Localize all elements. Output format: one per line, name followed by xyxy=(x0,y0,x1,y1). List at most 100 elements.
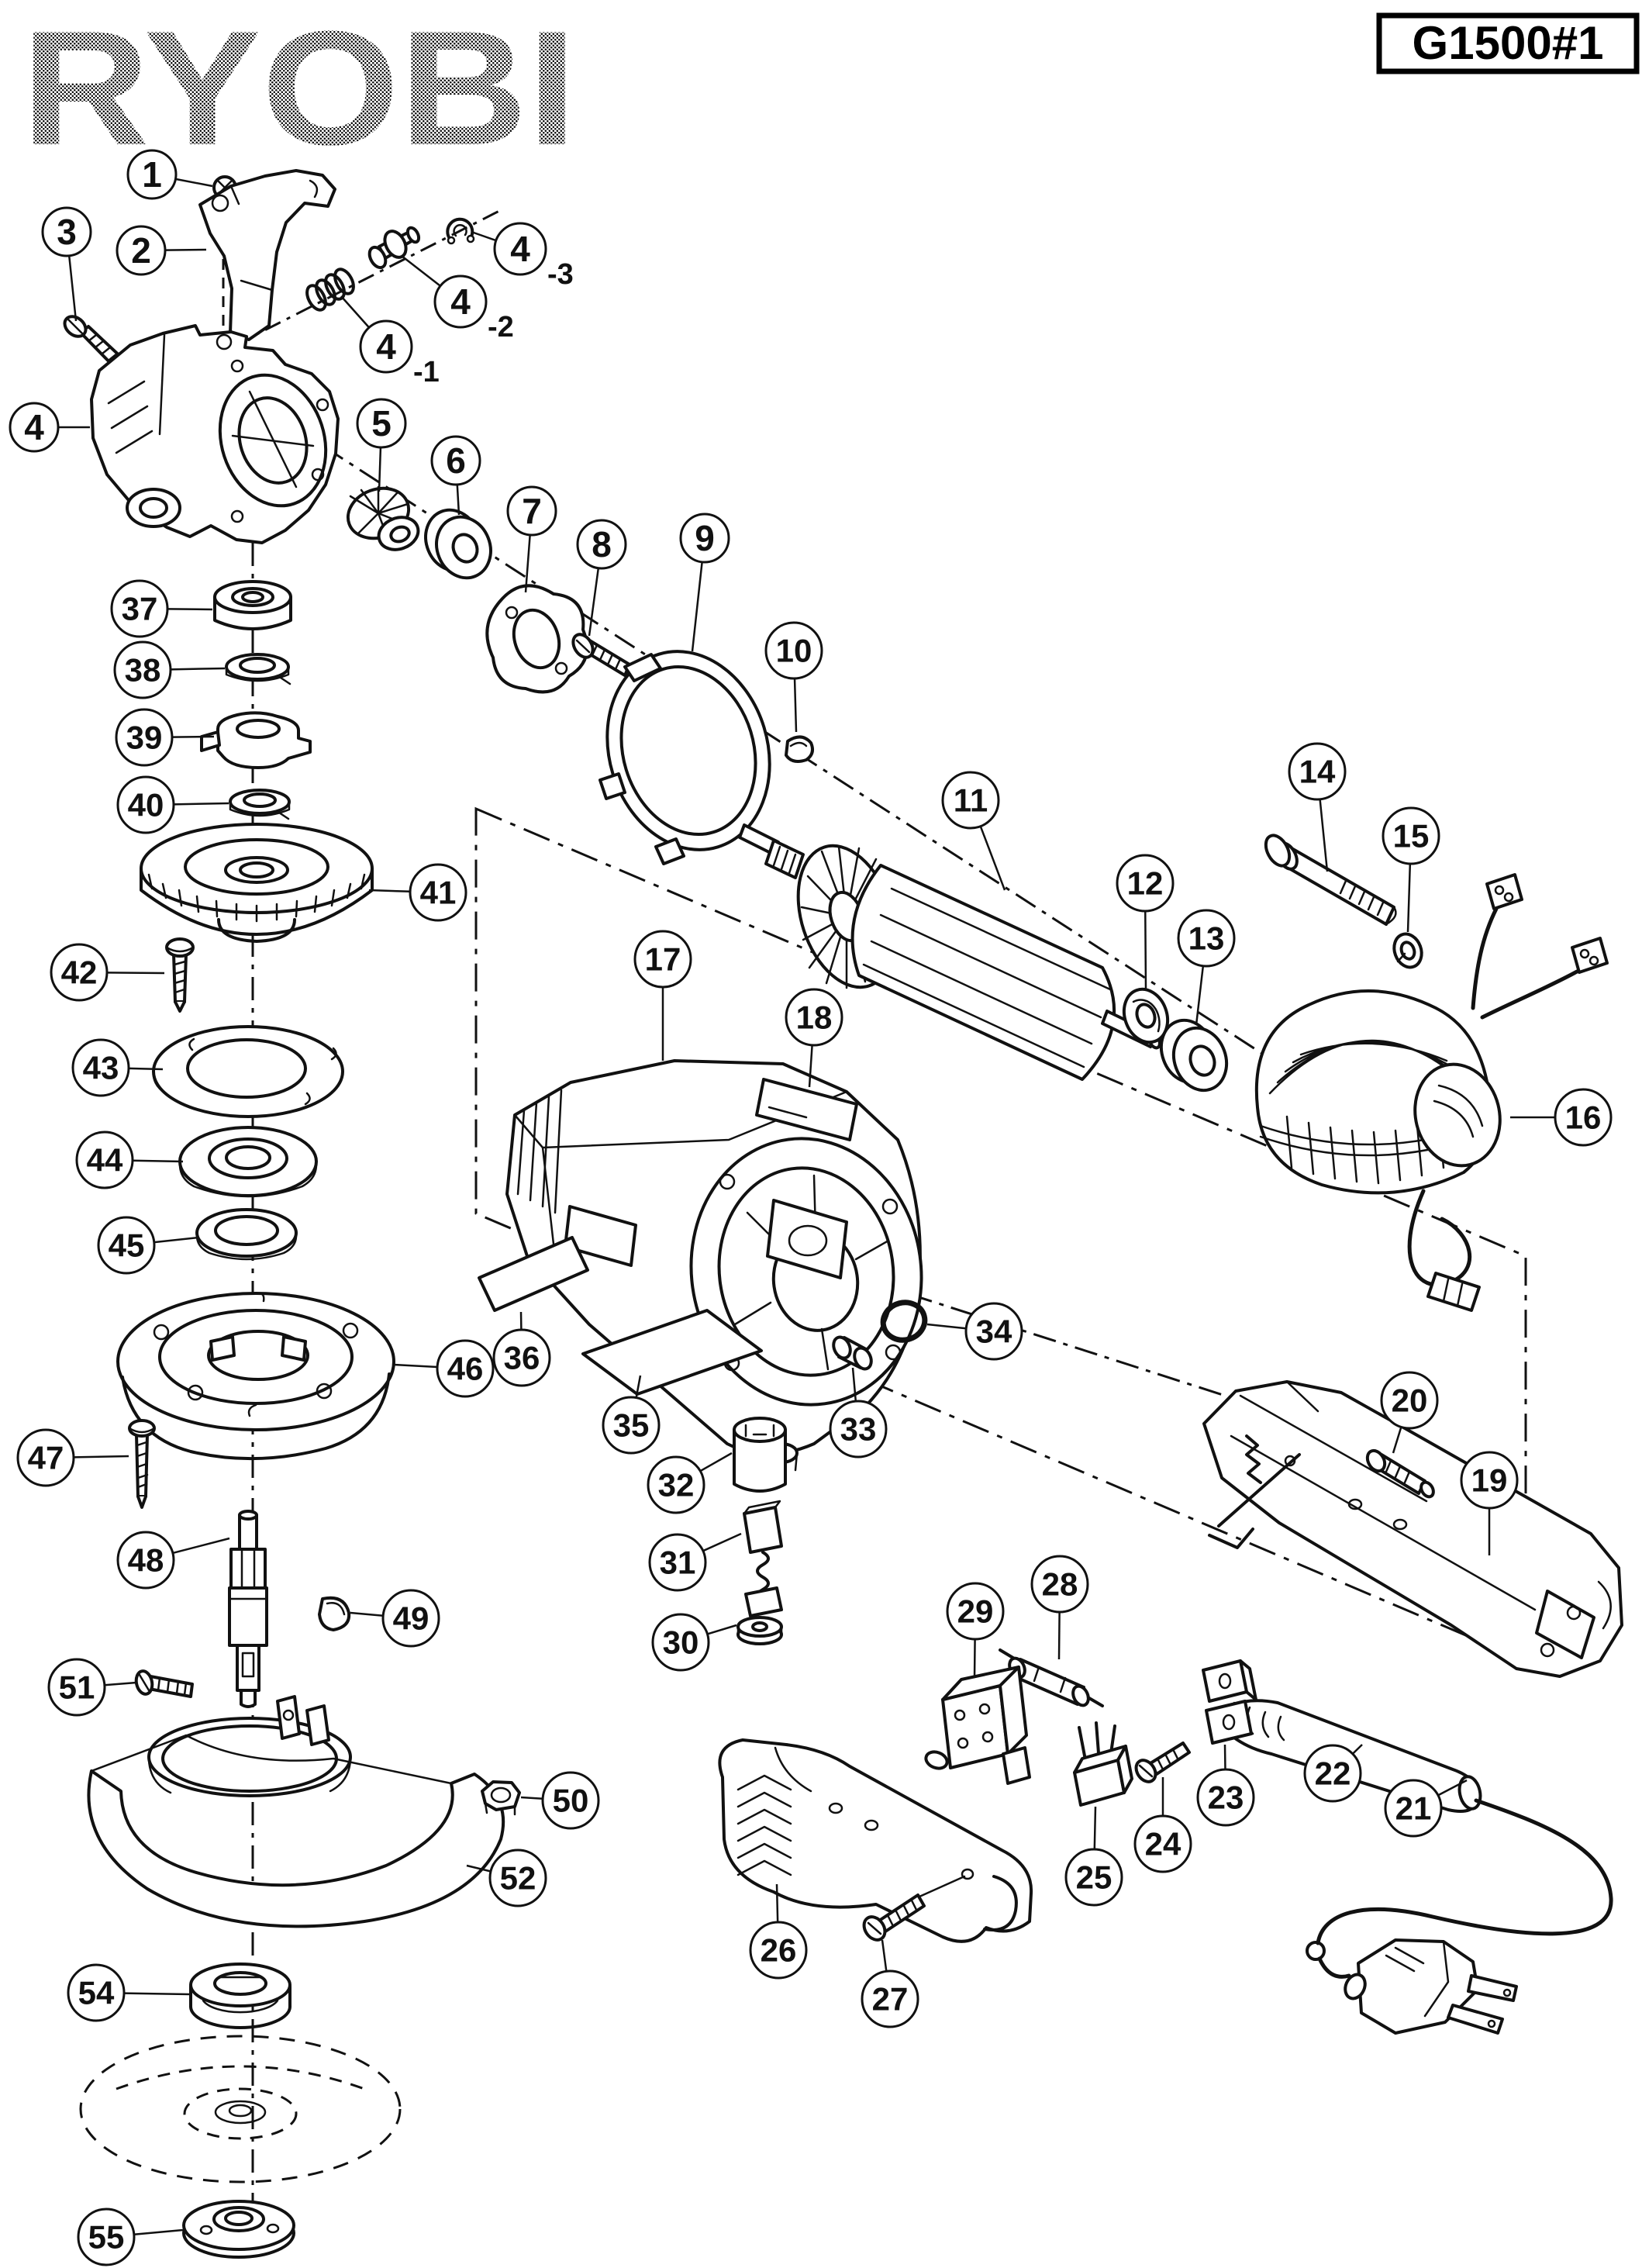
balloon-number: 48 xyxy=(128,1542,164,1579)
balloon-number: 17 xyxy=(645,941,681,978)
balloon-suffix: -2 xyxy=(488,311,514,343)
balloon-circle xyxy=(1384,1779,1443,1838)
balloon-circle xyxy=(749,1921,808,1980)
balloon-number: 29 xyxy=(957,1593,994,1630)
balloon-number: 52 xyxy=(500,1860,536,1897)
leader-line xyxy=(524,534,531,593)
leader-line xyxy=(133,2228,184,2235)
leader-line xyxy=(67,255,78,322)
balloon-number: 20 xyxy=(1392,1383,1428,1419)
part-lock-washer-40 xyxy=(229,789,291,820)
part-caution-label-35 xyxy=(581,1309,763,1396)
balloon-circle xyxy=(1116,854,1175,913)
leader-line xyxy=(1351,1744,1363,1755)
balloon-circle xyxy=(356,398,407,449)
balloon-32-brush-holder: 32 xyxy=(647,1452,733,1514)
balloon-number: 23 xyxy=(1208,1780,1244,1816)
balloon-number: 1 xyxy=(142,154,162,195)
balloon-8-screw: 8 xyxy=(576,519,627,637)
part-field-stator-16 xyxy=(1254,873,1609,1312)
balloon-number: 4 xyxy=(450,281,471,322)
balloon-number: 5 xyxy=(371,403,392,444)
part-grinding-wheel xyxy=(79,2035,402,2183)
part-screw-51 xyxy=(134,1669,194,1698)
leader-line xyxy=(106,972,165,975)
leader-line xyxy=(378,447,382,492)
leader-line xyxy=(699,1452,733,1472)
balloon-7-bearing-flange: 7 xyxy=(506,485,557,593)
part-clutch-cam-39 xyxy=(200,711,312,769)
part-spacer-45 xyxy=(195,1208,298,1261)
balloon-6-ball-bearing: 6 xyxy=(430,435,481,516)
leader-line xyxy=(926,1323,967,1330)
balloon-suffix: -3 xyxy=(547,258,574,291)
balloon-4-gear-case: 4 xyxy=(9,402,90,453)
balloon-number: 12 xyxy=(1127,865,1164,902)
balloon-circle xyxy=(1303,1744,1362,1803)
balloon-number: 35 xyxy=(613,1407,650,1444)
balloon-27-screw: 27 xyxy=(861,1939,919,2028)
leader-line xyxy=(1195,965,1205,1026)
balloon-16-field-stator: 16 xyxy=(1510,1088,1613,1147)
balloon-number: 13 xyxy=(1188,920,1225,957)
leader-line xyxy=(635,1375,642,1398)
balloon-circle xyxy=(116,1531,175,1590)
balloon-circle xyxy=(1380,1371,1439,1430)
part-carbon-brush-31 xyxy=(743,1500,783,1617)
part-spindle-48 xyxy=(228,1510,268,1708)
balloon-number: 55 xyxy=(88,2219,125,2256)
balloon-circle xyxy=(1064,1848,1123,1907)
leader-line xyxy=(851,1367,857,1402)
part-bearing-flange-7 xyxy=(485,584,589,694)
balloon-number: 9 xyxy=(695,518,715,558)
leader-line xyxy=(340,295,370,329)
balloon-number: 38 xyxy=(125,652,161,689)
part-ball-bearing-13 xyxy=(1159,1018,1229,1093)
brand-logo: RYOBI xyxy=(22,0,577,179)
part-bevel-gear-41 xyxy=(140,823,374,943)
balloon-circle xyxy=(861,1969,919,2028)
balloon-circle xyxy=(16,1428,75,1487)
balloon-circle xyxy=(633,930,692,989)
balloon-51-screw: 51 xyxy=(47,1658,137,1717)
balloon-24-screw: 24 xyxy=(1133,1777,1192,1873)
balloon-number: 3 xyxy=(57,212,77,252)
balloon-number: 28 xyxy=(1042,1566,1078,1603)
part-brush-cap-30 xyxy=(736,1616,783,1645)
balloon-23-cord-clamp: 23 xyxy=(1196,1744,1255,1827)
balloon-number: 10 xyxy=(776,633,812,669)
balloon-number: 24 xyxy=(1145,1826,1181,1862)
balloon-circle xyxy=(116,225,167,276)
balloon-44-ball-bearing: 44 xyxy=(75,1131,184,1189)
part-lock-key-49 xyxy=(318,1596,351,1631)
balloon-circle xyxy=(492,1328,551,1387)
part-through-bolt-14 xyxy=(1264,834,1397,926)
balloon-31-carbon-brush: 31 xyxy=(648,1532,742,1592)
balloon-38-lock-washer: 38 xyxy=(113,640,226,699)
balloon-4-1-spring: 4 -1 xyxy=(340,295,440,388)
leader-line xyxy=(1437,1779,1468,1797)
balloon-48-spindle: 48 xyxy=(116,1531,230,1590)
balloon-number: 33 xyxy=(840,1411,877,1448)
part-e-ring-4-3 xyxy=(446,217,475,245)
leader-line xyxy=(173,802,229,806)
balloon-circle xyxy=(50,943,109,1002)
balloon-number: 4 xyxy=(376,326,396,367)
balloon-circle xyxy=(1382,806,1440,865)
part-label-36 xyxy=(478,1236,589,1312)
balloon-4-3-e-ring: 4-3 xyxy=(471,222,574,291)
balloon-13-ball-bearing: 13 xyxy=(1177,909,1236,1026)
part-name-label-18 xyxy=(755,1078,858,1141)
balloon-number: 36 xyxy=(504,1340,540,1376)
balloon-54-inner-flange: 54 xyxy=(67,1963,191,2022)
model-code-box: G1500#1 xyxy=(1376,12,1640,74)
balloon-10-key: 10 xyxy=(764,621,823,733)
leader-line xyxy=(73,1455,129,1458)
balloon-suffix: -1 xyxy=(413,356,440,388)
balloon-number: 51 xyxy=(59,1669,95,1706)
part-nut-50 xyxy=(481,1780,521,1816)
balloon-26-handle-cover: 26 xyxy=(749,1883,808,1980)
